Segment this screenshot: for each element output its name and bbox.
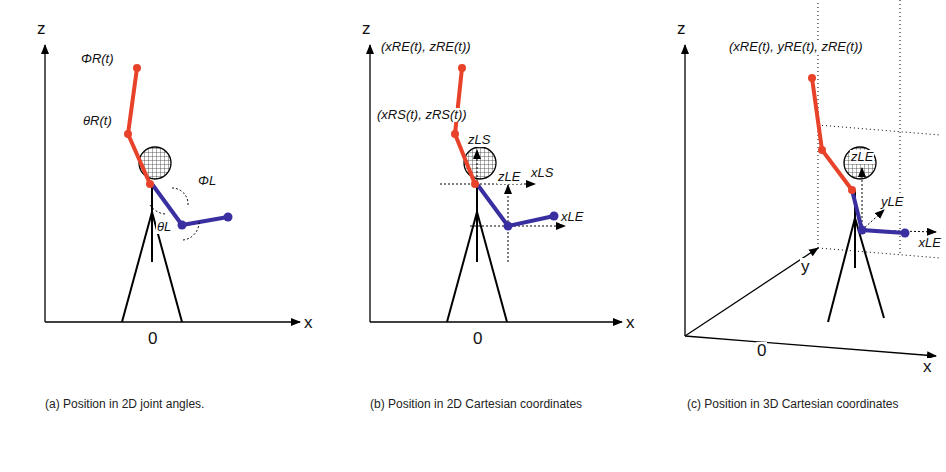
- panel-a: [45, 45, 300, 322]
- panel-c: [685, 0, 940, 356]
- axis-label: x: [922, 358, 933, 377]
- axis-label: z: [676, 20, 687, 39]
- axis-label: y: [800, 258, 811, 277]
- coordinate-label: (xRE(t), yRE(t), zRE(t)): [728, 40, 864, 54]
- axis-label: x: [625, 314, 636, 333]
- angle-label: θL: [156, 220, 172, 234]
- axis-label: z: [36, 20, 47, 39]
- subfigure-caption: (b) Position in 2D Cartesian coordinates: [370, 396, 620, 412]
- angle-label: θR(t): [82, 114, 113, 128]
- axis-label: z: [361, 20, 372, 39]
- axis-label: xLE: [918, 236, 942, 250]
- origin-label: 0: [472, 330, 483, 349]
- panel-b: [370, 45, 622, 322]
- angle-label: ΦR(t): [80, 52, 115, 66]
- origin-label: 0: [147, 330, 158, 349]
- axis-label: zLE: [497, 170, 521, 184]
- axis-label: xLE: [560, 210, 584, 224]
- angle-label: ΦL: [197, 174, 217, 188]
- axis-label: yLE: [880, 195, 904, 209]
- coordinate-label: (xRS(t), zRS(t)): [376, 108, 468, 122]
- axis-label: xLS: [530, 166, 554, 180]
- axis-label: zLE: [850, 150, 874, 164]
- axis-label: x: [303, 314, 314, 333]
- origin-label: 0: [756, 342, 767, 361]
- subfigure-caption: (c) Position in 3D Cartesian coordinates: [687, 396, 927, 412]
- coordinate-label: (xRE(t), zRE(t)): [380, 40, 472, 54]
- axis-label: zLS: [467, 133, 491, 147]
- subfigure-caption: (a) Position in 2D joint angles.: [45, 396, 295, 412]
